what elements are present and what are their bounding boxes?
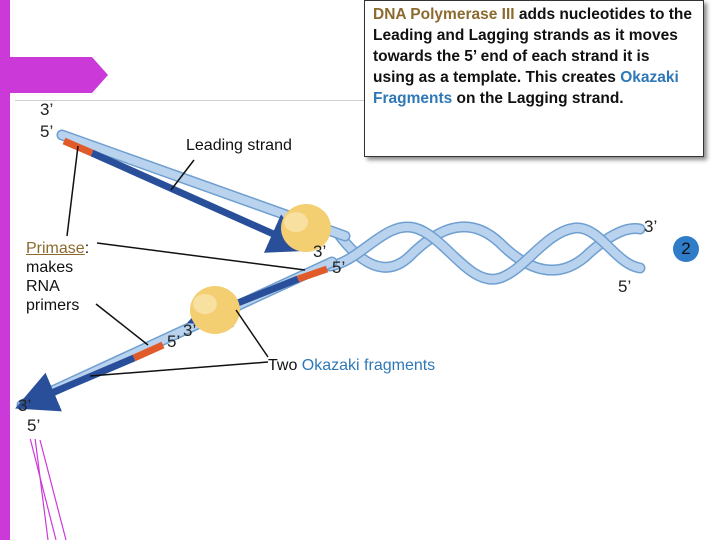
leading-strand-label: Leading strand xyxy=(186,137,292,154)
right-5-prime: 5’ xyxy=(618,277,632,296)
primase-line-2: RNA xyxy=(26,278,60,295)
slide-accent-bar xyxy=(0,0,10,540)
explanation-callout: DNA Polymerase III adds nucleotides to t… xyxy=(364,0,704,157)
fragment-1-rna-primer xyxy=(296,265,329,283)
primase-pointer-top xyxy=(66,145,79,237)
okazaki-fragments-label: Two Okazaki fragments xyxy=(268,357,435,375)
bottom-left-5-prime: 5’ xyxy=(27,416,41,435)
primase-pointer-bottom xyxy=(95,303,149,346)
primase-colon: : xyxy=(84,240,90,257)
primase-term: Primase xyxy=(26,240,85,257)
dna-polymerase-leading xyxy=(281,204,331,252)
dna-polymerase-lagging xyxy=(190,286,240,334)
right-3-prime: 3’ xyxy=(644,217,658,236)
okazaki-prefix: Two xyxy=(268,357,302,374)
okazaki-pointer-2 xyxy=(89,361,269,377)
okazaki-fragment-2 xyxy=(15,341,165,412)
callout-text-1: adds nucleotides to the Leading and Lagg… xyxy=(373,6,692,86)
callout-okazaki-term: Okazaki Fragments xyxy=(373,69,679,107)
lagging-5-prime: 5’ xyxy=(167,332,181,351)
bottom-left-3-prime: 3’ xyxy=(18,396,32,415)
leading-tip-3-prime: 3’ xyxy=(313,242,327,261)
lagging-3-prime: 3’ xyxy=(183,321,197,340)
primase-line-3: primers xyxy=(26,297,80,314)
top-left-5-prime: 5’ xyxy=(40,122,54,141)
primase-label: Primase: makes RNA primers xyxy=(26,239,89,315)
callout-polymerase-term: DNA Polymerase III xyxy=(373,6,515,23)
primase-line-1: makes xyxy=(26,259,74,276)
top-left-3-prime: 3’ xyxy=(40,100,54,119)
callout-text-2: on the Lagging strand. xyxy=(452,90,624,107)
fragment-2-rna-primer xyxy=(132,341,165,362)
slide-background-lines xyxy=(27,429,67,540)
okazaki-pointer-1 xyxy=(235,309,269,358)
slide-arrow-decoration xyxy=(0,57,108,93)
primer-5-prime: 5’ xyxy=(332,258,346,277)
leading-strand-new-dna xyxy=(62,137,311,253)
leading-strand-pointer xyxy=(170,159,195,191)
primase-pointer-middle xyxy=(96,242,306,271)
okazaki-term: Okazaki fragments xyxy=(301,357,436,374)
double-helix xyxy=(324,221,646,285)
page-number-badge: 2 xyxy=(673,236,699,262)
